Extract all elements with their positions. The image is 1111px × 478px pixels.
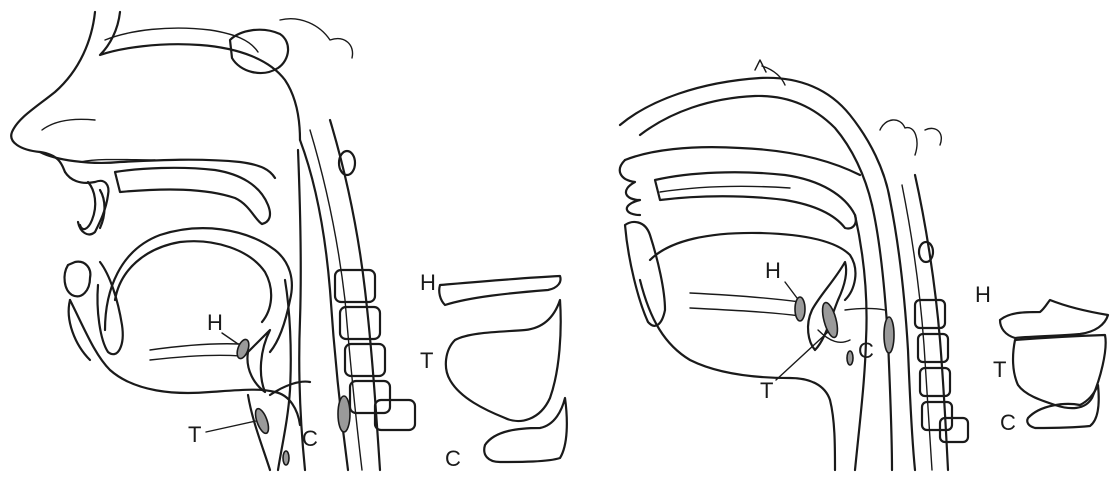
right-detail-hyoid xyxy=(1000,300,1108,338)
right-spine-posterior xyxy=(915,175,948,470)
right-cranial-inner xyxy=(640,96,872,205)
left-label-hyoid: H xyxy=(207,310,223,335)
right-nasal-floor xyxy=(625,147,860,175)
right-label-cricoid: C xyxy=(858,338,874,363)
right-lower-teeth xyxy=(625,222,665,326)
right-cartilage-detail: H T C xyxy=(975,282,1108,435)
left-detail-label-hyoid: H xyxy=(420,270,436,295)
left-detail-label-cricoid: C xyxy=(445,446,461,471)
right-leader-thyroid xyxy=(776,332,828,380)
right-palate-line xyxy=(660,186,790,192)
left-detail-thyroid xyxy=(446,300,561,421)
left-cranial-curve xyxy=(280,19,353,58)
right-atlas xyxy=(919,242,933,262)
left-vertebra-4 xyxy=(350,381,390,413)
left-vocal-tract: H T C xyxy=(11,12,415,470)
left-detail-cricoid xyxy=(484,398,567,462)
right-brain-curve xyxy=(880,120,941,155)
right-vertebra-3 xyxy=(920,368,950,396)
left-cricoid-small xyxy=(283,451,289,465)
left-hard-palate xyxy=(115,168,270,224)
right-cranial-tip xyxy=(755,60,785,85)
right-vertebra-2 xyxy=(918,334,948,362)
left-nasal-floor xyxy=(40,152,275,178)
left-hyoid-bar xyxy=(150,344,240,360)
right-cricoid-small xyxy=(847,351,853,365)
right-hyoid-bone xyxy=(795,297,805,321)
right-thyroid-cartilage xyxy=(820,301,841,339)
right-leader-hyoid xyxy=(785,282,797,298)
right-vertebra-4 xyxy=(922,402,952,430)
left-detail-label-thyroid: T xyxy=(420,348,433,373)
right-hard-palate xyxy=(655,172,856,228)
left-skull-outline xyxy=(11,12,95,172)
left-epiglottis xyxy=(247,330,270,392)
right-upper-lip xyxy=(620,160,640,215)
left-leader-thyroid xyxy=(206,421,256,432)
left-hyoid-bone xyxy=(235,338,251,360)
right-vertebra-1 xyxy=(915,300,945,328)
right-cricoid-cartilage xyxy=(884,317,894,353)
left-tongue-dorsum xyxy=(105,228,292,352)
right-detail-label-hyoid: H xyxy=(975,282,991,307)
left-leader-hyoid xyxy=(222,333,238,344)
left-oral-cavity xyxy=(115,241,271,322)
left-lower-lip xyxy=(65,262,91,297)
left-lower-teeth xyxy=(97,262,122,354)
left-detail-hyoid xyxy=(439,276,560,305)
left-cricoid-cartilage xyxy=(338,396,350,432)
left-vertebra-5 xyxy=(375,400,415,430)
left-label-cricoid: C xyxy=(302,426,318,451)
right-detail-label-cricoid: C xyxy=(1000,410,1016,435)
left-chin xyxy=(69,300,90,360)
left-nasal-passage xyxy=(42,119,155,162)
right-vocal-tract: H T C xyxy=(620,60,968,470)
left-vertebra-1 xyxy=(335,270,375,302)
right-label-hyoid: H xyxy=(765,258,781,283)
left-label-thyroid: T xyxy=(188,422,201,447)
right-detail-label-thyroid: T xyxy=(993,357,1006,382)
left-cartilage-detail: H T C xyxy=(420,270,567,471)
left-pharynx-anterior xyxy=(278,280,291,470)
right-oral-floor xyxy=(690,293,800,316)
right-label-thyroid: T xyxy=(760,378,773,403)
